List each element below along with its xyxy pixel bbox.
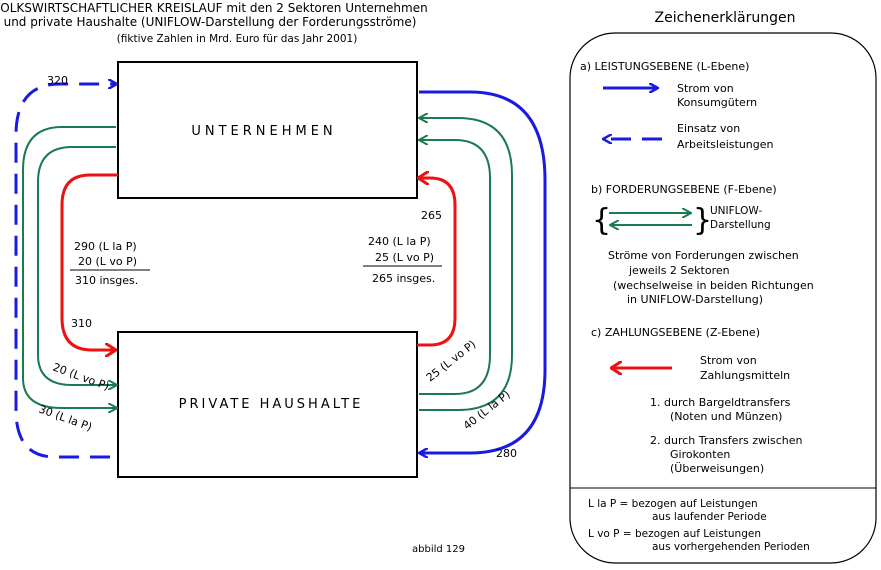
consumer-goods-flow-arrow [419,90,547,453]
right-block-line-1: 240 (L la P) [368,235,431,248]
figure-caption: abbild 129 [412,544,465,555]
sector-label-unternehmen: UNTERNEHMEN [191,124,336,139]
left-block-line-1: 290 (L la P) [74,240,137,253]
title-line-1: VOLKSWIRTSCHAFTLICHER KREISLAUF mit den … [0,1,428,15]
legend-payment-sub2-2: Girokonten [670,448,730,461]
right-block-line-2: 25 (L vo P) [375,251,434,264]
legend-claims-desc-4: in UNIFLOW-Darstellung) [627,293,763,306]
legend-claims-desc-1: Ströme von Forderungen zwischen [608,249,799,262]
legend-panel [569,32,877,564]
payment-left-value: 310 [71,317,92,330]
legend-abbr-1-line-2: aus laufender Periode [652,511,767,523]
legend-brace-left: { [592,203,611,238]
title-line-2: und private Haushalte (UNIFLOW-Darstellu… [4,15,417,29]
left-block-total: 310 insges. [75,274,138,287]
legend-claims-desc-3: (wechselweise in beiden Richtungen [613,279,814,292]
legend-goods-label-1: Strom von [677,82,734,95]
claim-flow-left-outer [22,126,116,408]
title-line-3: (fiktive Zahlen in Mrd. Euro für das Jah… [117,33,358,45]
legend-brace-right: } [693,203,712,238]
legend-goods-label-2: Konsumgütern [677,96,757,109]
claim-label-left-inner: 20 (L vo P) [51,361,111,393]
sector-box-private-haushalte [117,331,418,478]
payment-right-value: 265 [421,209,442,222]
sector-label-private-haushalte: PRIVATE HAUSHALTE [179,397,364,412]
legend-labour-label-2: Arbeitsleistungen [677,138,774,151]
consumer-goods-value: 280 [496,447,517,460]
right-block-total: 265 insges. [372,272,435,285]
labour-value: 320 [47,74,68,87]
claim-flow-right-inner [419,140,491,395]
legend-payment-label-1: Strom von [700,354,757,367]
legend-payment-sub2-1: 2. durch Transfers zwischen [650,434,803,447]
legend-claims-desc-2: jeweils 2 Sektoren [628,264,730,277]
legend-payment-sub2-3: (Überweisungen) [670,462,764,475]
legend-b-title: b) FORDERUNGSEBENE (F-Ebene) [591,183,777,196]
payment-flow-right [417,178,457,347]
legend-uniflow-label-2: Darstellung [710,219,771,231]
legend-abbr-1-line-1: L la P = bezogen auf Leistungen [588,498,758,510]
legend-a-title: a) LEISTUNGSEBENE (L-Ebene) [580,60,749,73]
claim-flow-right-outer [419,118,513,411]
legend-abbr-2-line-1: L vo P = bezogen auf Leistungen [588,528,761,540]
sector-box-unternehmen [117,61,418,199]
labour-flow-arrow [14,84,116,459]
payment-flow-left [60,173,118,350]
legend-abbr-2-line-2: aus vorhergehenden Perioden [652,541,810,553]
legend-heading: Zeichenerklärungen [655,10,796,26]
claim-flow-left-inner [37,146,116,385]
left-block-line-2: 20 (L vo P) [78,255,137,268]
legend-payment-sub1-1: 1. durch Bargeldtransfers [650,396,791,409]
legend-labour-label-1: Einsatz von [677,122,740,135]
legend-c-title: c) ZAHLUNGSEBENE (Z-Ebene) [591,326,760,339]
legend-payment-sub1-2: (Noten und Münzen) [670,410,782,423]
legend-payment-label-2: Zahlungsmitteln [700,369,790,382]
legend-uniflow-label-1: UNIFLOW- [710,205,762,217]
